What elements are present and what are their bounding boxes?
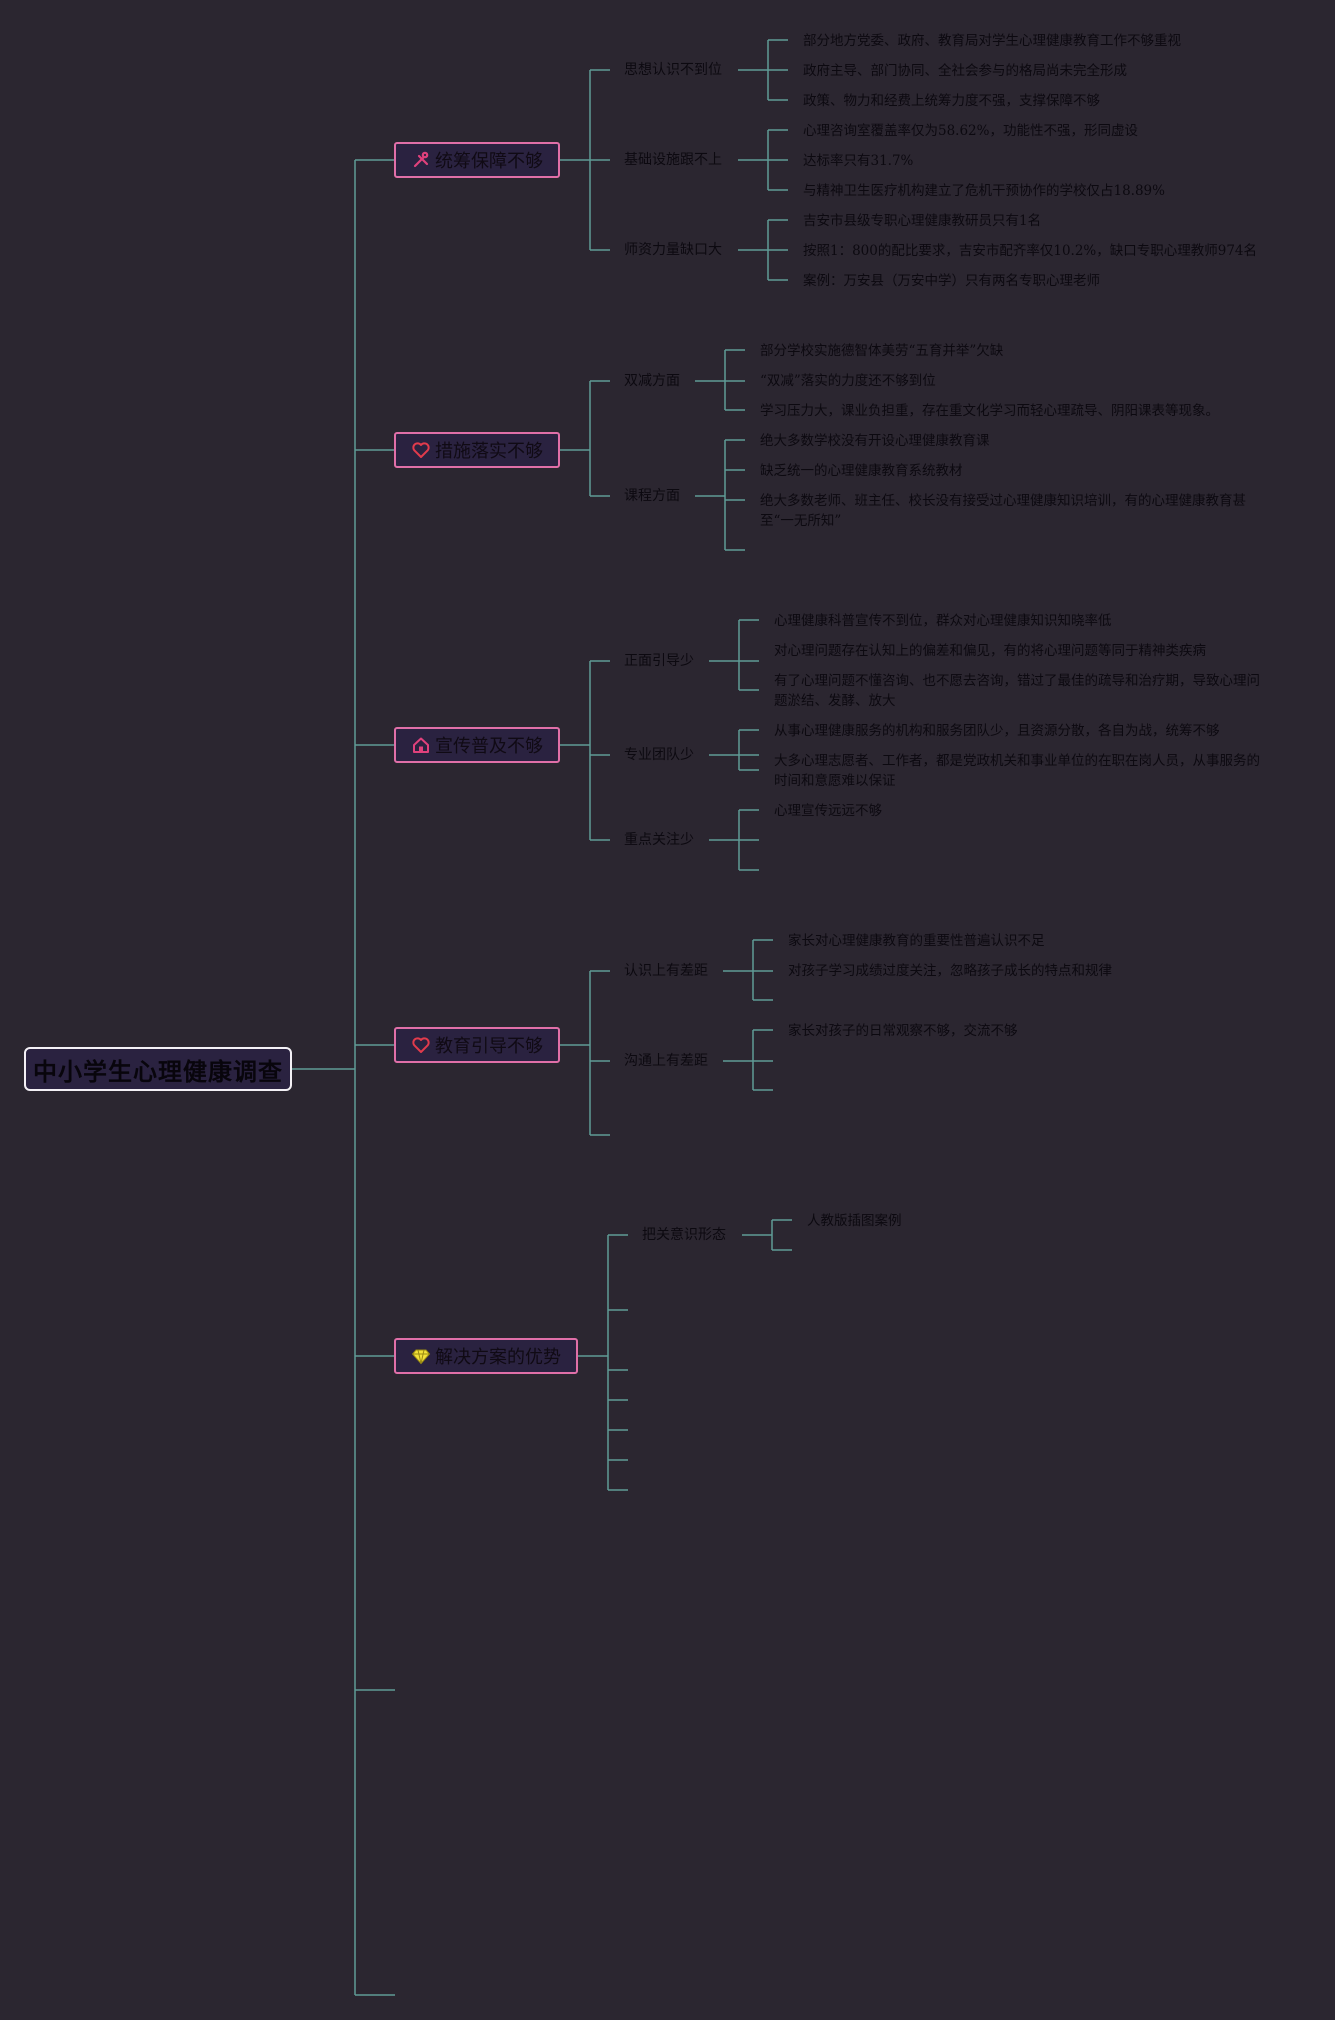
branch-label: 解决方案的优势 (435, 1347, 561, 1368)
leaf-item: 案例：万安县（万安中学）只有两名专职心理老师 (803, 273, 1100, 289)
leaf-item: 吉安市县级专职心理健康教研员只有1名 (803, 213, 1042, 229)
sub-node-5-1[interactable]: 把关意识形态 (642, 1227, 726, 1243)
leaf-item: 学习压力大，课业负担重，存在重文化学习而轻心理疏导、阴阳课表等现象。 (760, 403, 1219, 419)
branch-node-4[interactable]: 教育引导不够 (394, 1027, 560, 1063)
leaf-item: 政策、物力和经费上统筹力度不强，支撑保障不够 (803, 93, 1100, 109)
heart-icon (411, 440, 431, 460)
leaf-item: 对心理问题存在认知上的偏差和偏见，有的将心理问题等同于精神类疾病 (774, 643, 1206, 659)
leaf-item: 按照1：800的配比要求，吉安市配齐率仅10.2%，缺口专职心理教师974名 (803, 243, 1258, 259)
sub-node-1-2[interactable]: 基础设施跟不上 (624, 152, 722, 168)
sub-node-1-1[interactable]: 思想认识不到位 (624, 62, 722, 78)
leaf-item: 大多心理志愿者、工作者，都是党政机关和事业单位的在职在岗人员，从事服务的时间和意… (774, 753, 1260, 789)
leaf-item: 部分学校实施德智体美劳“五育并举”欠缺 (760, 343, 1004, 359)
branch-label: 统筹保障不够 (435, 151, 543, 172)
sub-node-3-1[interactable]: 正面引导少 (624, 653, 694, 669)
leaf-item: 对孩子学习成绩过度关注，忽略孩子成长的特点和规律 (788, 963, 1112, 979)
root-label: 中小学生心理健康调查 (33, 1057, 283, 1086)
sub-node-4-1[interactable]: 认识上有差距 (624, 963, 708, 979)
leaf-item: 心理咨询室覆盖率仅为58.62%，功能性不强，形同虚设 (803, 123, 1138, 139)
diamond-icon (411, 1346, 431, 1366)
branch-node-5[interactable]: 解决方案的优势 (394, 1338, 578, 1374)
leaf-item: 部分地方党委、政府、教育局对学生心理健康教育工作不够重视 (803, 33, 1181, 49)
branch-node-2[interactable]: 措施落实不够 (394, 432, 560, 468)
leaf-item: 家长对孩子的日常观察不够，交流不够 (788, 1023, 1018, 1039)
leaf-item: 达标率只有31.7% (803, 153, 914, 169)
house-icon (411, 735, 431, 755)
leaf-item: 政府主导、部门协同、全社会参与的格局尚未完全形成 (803, 63, 1127, 79)
leaf-item: 缺乏统一的心理健康教育系统教材 (760, 463, 963, 479)
branch-node-1[interactable]: 统筹保障不够 (394, 142, 560, 178)
leaf-item: 绝大多数老师、班主任、校长没有接受过心理健康知识培训，有的心理健康教育甚至“一无… (760, 493, 1246, 529)
heart-icon (411, 1035, 431, 1055)
sub-node-4-2[interactable]: 沟通上有差距 (624, 1053, 708, 1069)
root-node[interactable]: 中小学生心理健康调查 (24, 1047, 292, 1091)
leaf-item: 心理宣传远远不够 (774, 803, 882, 819)
sub-node-2-1[interactable]: 双减方面 (624, 373, 680, 389)
sub-node-2-2[interactable]: 课程方面 (624, 488, 680, 504)
tools-icon (411, 150, 431, 170)
branch-label: 教育引导不够 (435, 1036, 543, 1057)
leaf-item: 绝大多数学校没有开设心理健康教育课 (760, 433, 990, 449)
leaf-item: “双减”落实的力度还不够到位 (760, 373, 936, 389)
branch-label: 宣传普及不够 (435, 736, 543, 757)
branch-label: 措施落实不够 (435, 441, 543, 462)
leaf-item: 与精神卫生医疗机构建立了危机干预协作的学校仅占18.89% (803, 183, 1165, 199)
branch-node-3[interactable]: 宣传普及不够 (394, 727, 560, 763)
sub-node-1-3[interactable]: 师资力量缺口大 (624, 242, 722, 258)
leaf-item: 心理健康科普宣传不到位，群众对心理健康知识知晓率低 (774, 613, 1112, 629)
sub-node-3-2[interactable]: 专业团队少 (624, 747, 694, 763)
leaf-item: 家长对心理健康教育的重要性普遍认识不足 (788, 933, 1045, 949)
leaf-item: 有了心理问题不懂咨询、也不愿去咨询，错过了最佳的疏导和治疗期，导致心理问题淤结、… (774, 673, 1260, 709)
leaf-item: 人教版插图案例 (807, 1213, 902, 1229)
sub-node-3-3[interactable]: 重点关注少 (624, 832, 694, 848)
leaf-item: 从事心理健康服务的机构和服务团队少，且资源分散，各自为战，统筹不够 (774, 723, 1220, 739)
